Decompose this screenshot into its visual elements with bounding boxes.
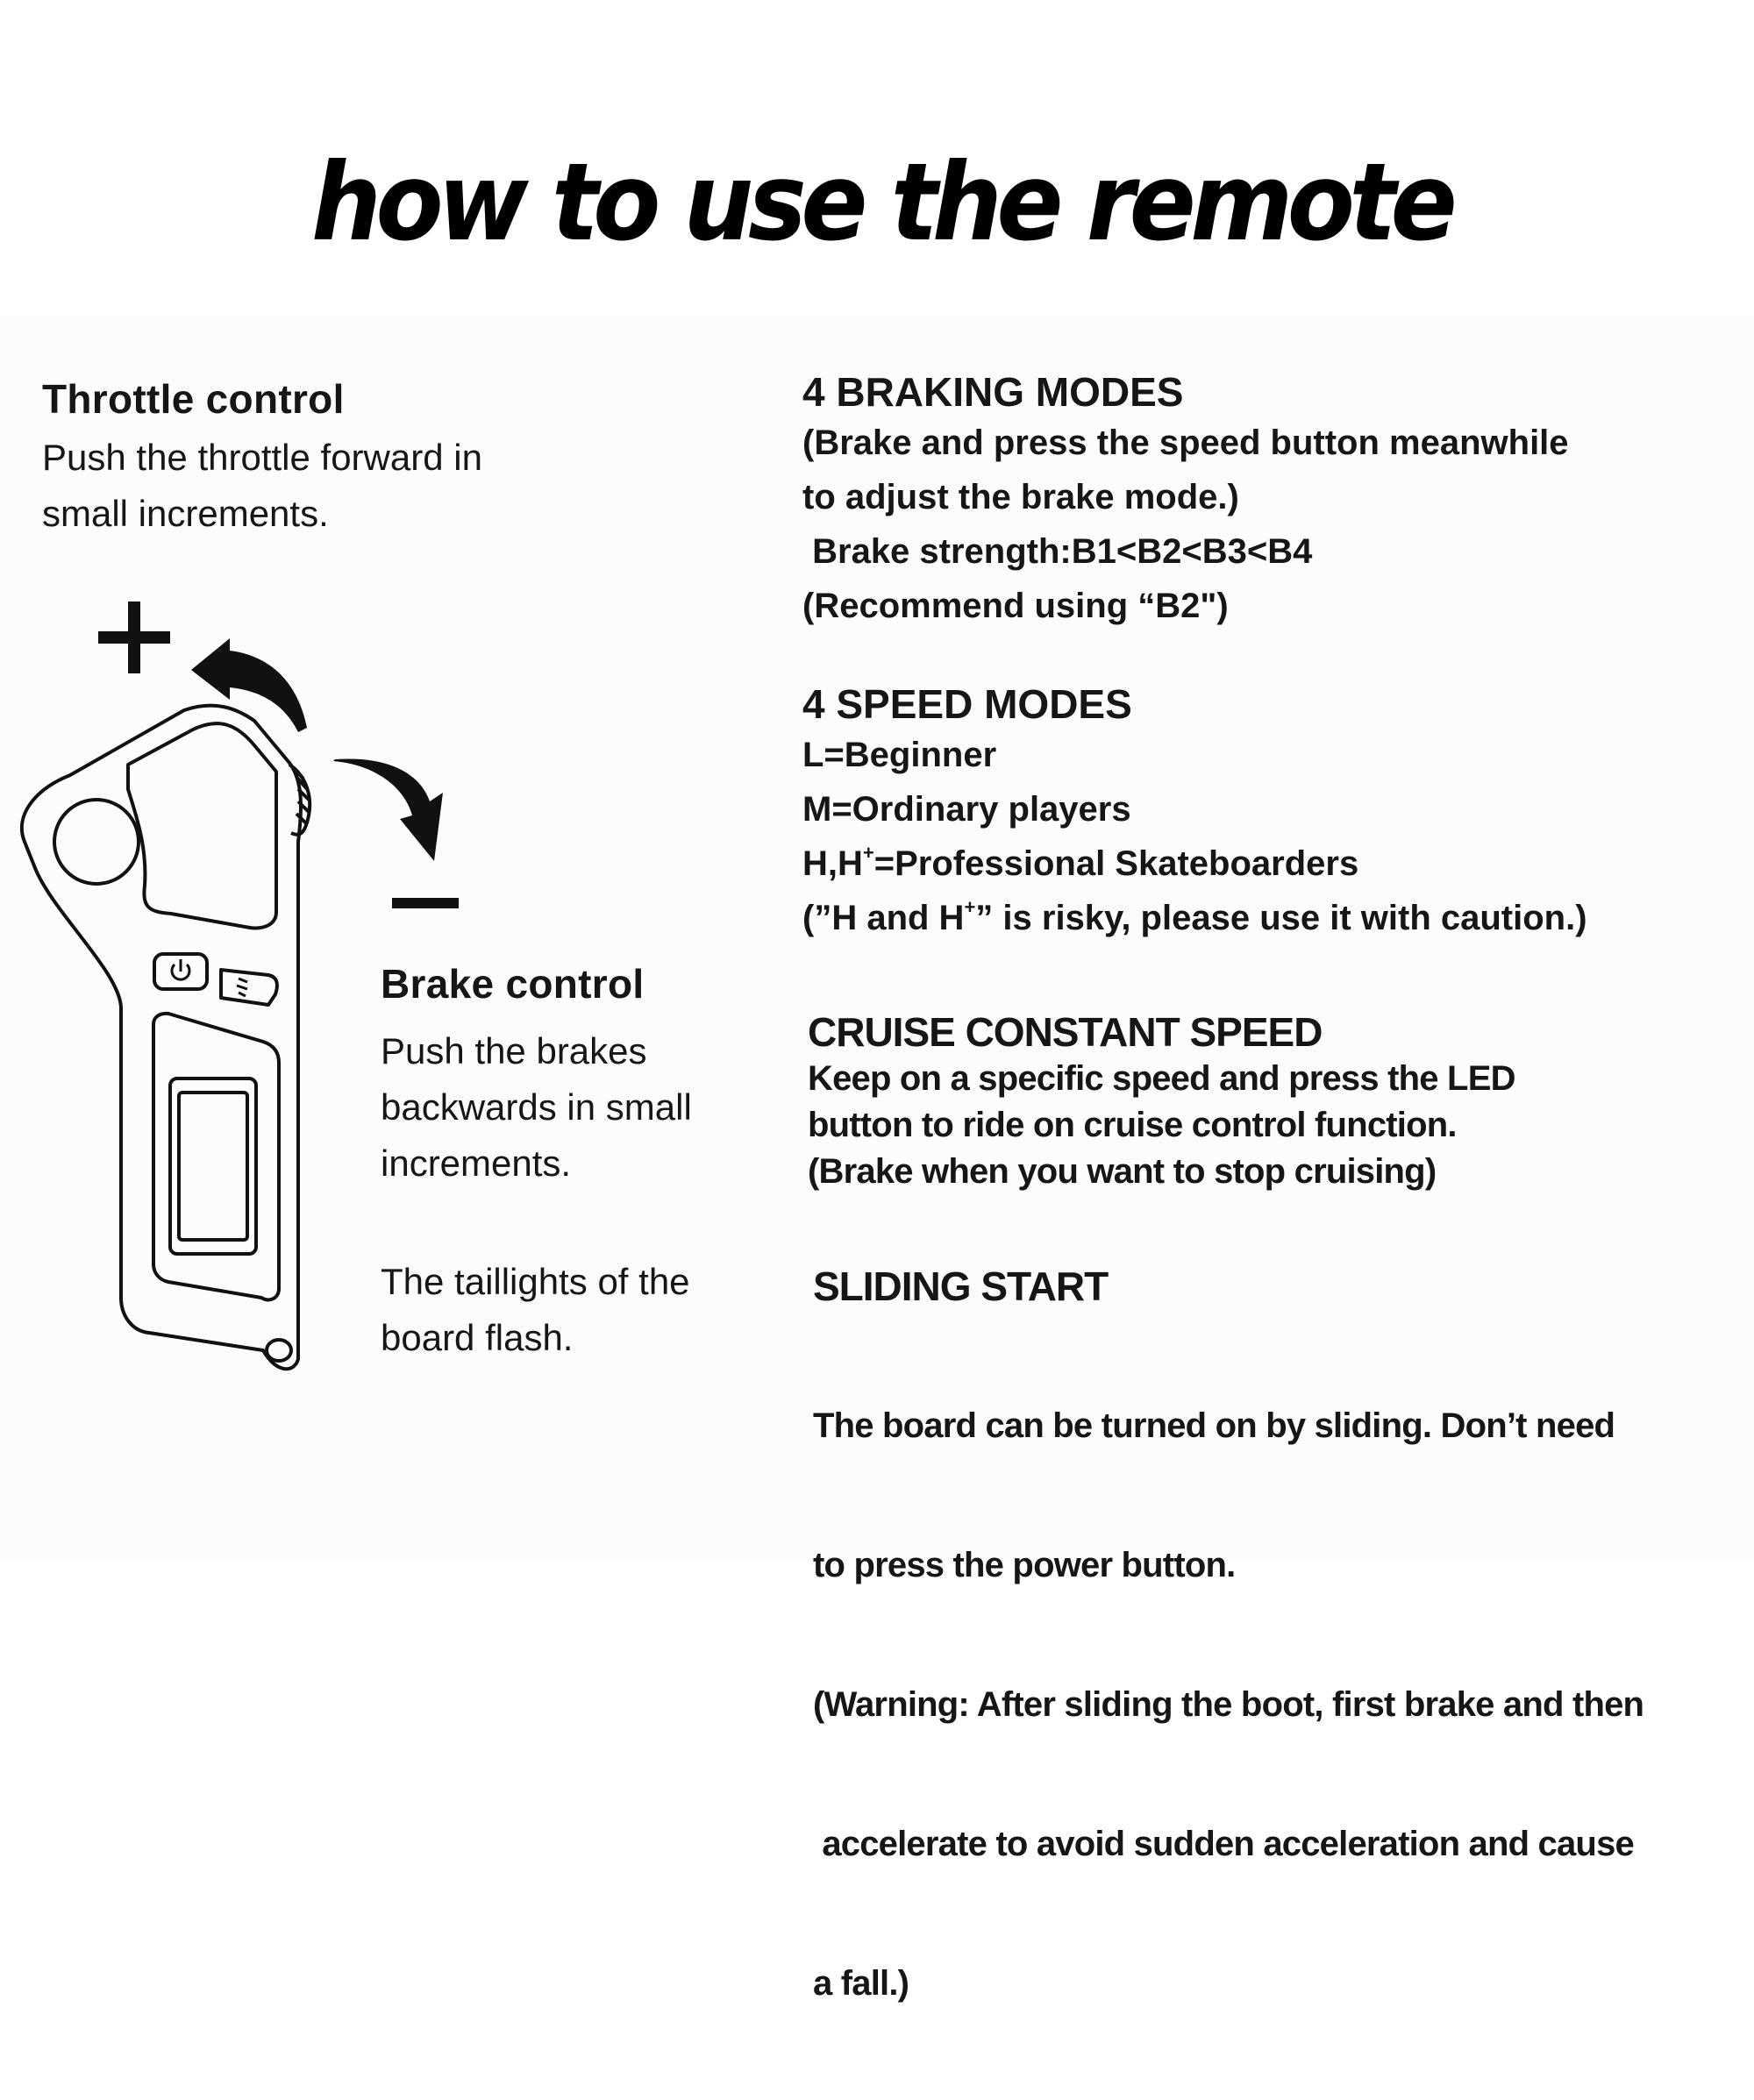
speed-modes-text: L=Beginner M=Ordinary players H,H+=Profe…: [802, 728, 1587, 945]
taillight-line: The taillights of the: [381, 1261, 690, 1302]
throttle-line: small increments.: [42, 493, 329, 534]
cruise-line: (Brake when you want to stop cruising): [808, 1152, 1437, 1191]
cruise-heading: CRUISE CONSTANT SPEED: [808, 1009, 1323, 1055]
brake-heading: Brake control: [381, 961, 645, 1007]
throttle-text: Push the throttle forward in small incre…: [42, 430, 482, 542]
brake-line: backwards in small: [381, 1086, 692, 1128]
plus-icon: [98, 602, 170, 673]
braking-modes-section: 4 BRAKING MODES (Brake and press the spe…: [802, 368, 1569, 633]
cruise-section: CRUISE CONSTANT SPEED Keep on a specific…: [808, 1008, 1515, 1195]
taillight-line: board flash.: [381, 1317, 574, 1358]
sliding-line: a fall.): [813, 1964, 909, 2003]
speed-modes-heading: 4 SPEED MODES: [802, 681, 1132, 727]
sliding-line: The board can be turned on by sliding. D…: [813, 1406, 1615, 1445]
brake-section: Brake control Push the brakes backwards …: [381, 960, 692, 1192]
sliding-start-text: The board can be turned on by sliding. D…: [813, 1310, 1644, 2100]
taillight-text: The taillights of the board flash.: [381, 1254, 690, 1366]
curved-arrow-up-icon: [191, 638, 307, 732]
sliding-line: (Warning: After sliding the boot, first …: [813, 1685, 1644, 1724]
light-icon: [236, 977, 248, 998]
curved-arrow-down-icon: [333, 758, 443, 861]
cruise-line: Keep on a specific speed and press the L…: [808, 1059, 1515, 1098]
brake-line: increments.: [381, 1143, 572, 1184]
braking-modes-line: (Recommend using “B2"): [802, 587, 1229, 625]
braking-modes-line: Brake strength:B1<B2<B3<B4: [802, 532, 1313, 571]
cruise-text: Keep on a specific speed and press the L…: [808, 1056, 1515, 1195]
speed-mode-text: (”H and H: [802, 899, 965, 937]
braking-modes-line: to adjust the brake mode.): [802, 478, 1239, 516]
speed-modes-section: 4 SPEED MODES L=Beginner M=Ordinary play…: [802, 680, 1587, 945]
superscript: +: [964, 896, 976, 918]
cruise-line: button to ride on cruise control functio…: [808, 1106, 1457, 1144]
braking-modes-text: (Brake and press the speed button meanwh…: [802, 416, 1569, 633]
remote-body: [19, 703, 312, 1371]
power-icon: [170, 959, 191, 981]
sliding-line: to press the power button.: [813, 1546, 1236, 1584]
sliding-start-heading: SLIDING START: [813, 1264, 1109, 1309]
throttle-line: Push the throttle forward in: [42, 437, 482, 478]
speed-mode-text: =Professional Skateboarders: [873, 844, 1359, 883]
throttle-section: Throttle control Push the throttle forwa…: [42, 375, 482, 542]
braking-modes-line: (Brake and press the speed button meanwh…: [802, 424, 1569, 462]
speed-mode-text: H,H: [802, 844, 863, 883]
superscript: +: [862, 842, 874, 864]
brake-text: Push the brakes backwards in small incre…: [381, 1023, 692, 1192]
sliding-start-section: SLIDING START The board can be turned on…: [813, 1263, 1644, 2100]
page-title: how to use the remote: [311, 140, 1458, 265]
speed-mode-line: L=Beginner: [802, 736, 997, 774]
speed-mode-line: (”H and H+” is risky, please use it with…: [802, 891, 1587, 945]
minus-icon: [392, 898, 459, 908]
speed-mode-line: H,H+=Professional Skateboarders: [802, 836, 1587, 891]
throttle-heading: Throttle control: [42, 376, 345, 422]
sliding-line: accelerate to avoid sudden acceleration …: [813, 1825, 1634, 1863]
speed-mode-line: M=Ordinary players: [802, 790, 1131, 829]
remote-diagram: [19, 602, 459, 1371]
brake-line: Push the brakes: [381, 1030, 647, 1071]
braking-modes-heading: 4 BRAKING MODES: [802, 369, 1184, 415]
speed-mode-text: ” is risky, please use it with caution.): [975, 899, 1587, 937]
